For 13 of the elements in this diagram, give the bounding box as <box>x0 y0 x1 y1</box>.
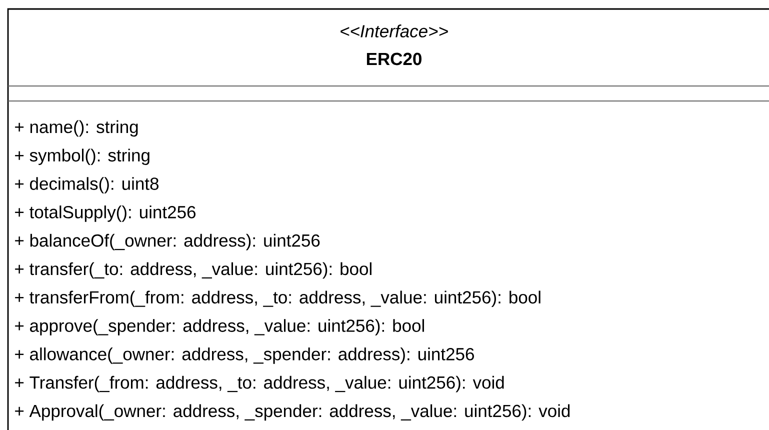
operation: + balanceOf(_owner: address): uint256 <box>15 234 320 250</box>
class-name: ERC20 <box>366 52 422 66</box>
operation: + symbol(): string <box>15 148 150 166</box>
operation: + Approval(_owner: address, _spender: address, _value: uint256): void <box>15 404 570 421</box>
operation: + transfer(_to: address, _value: uint256): bool <box>15 262 372 279</box>
operation: + name(): string <box>15 120 138 137</box>
operation: + transferFrom(_from: address, _to: address, _value: uint256): bool <box>15 290 540 308</box>
operation: + allowance(_owner: address, _spender: address): uint256 <box>15 348 474 364</box>
operation: + approve(_spender: address, _value: uint256): bool <box>15 319 424 336</box>
stereotype-label: <<Interface>> <box>340 24 448 38</box>
operation: + decimals(): uint8 <box>15 177 158 194</box>
operation: + totalSupply(): uint256 <box>15 206 196 222</box>
operation: + Transfer(_from: address, _to: address, _value: uint256): void <box>15 376 504 392</box>
